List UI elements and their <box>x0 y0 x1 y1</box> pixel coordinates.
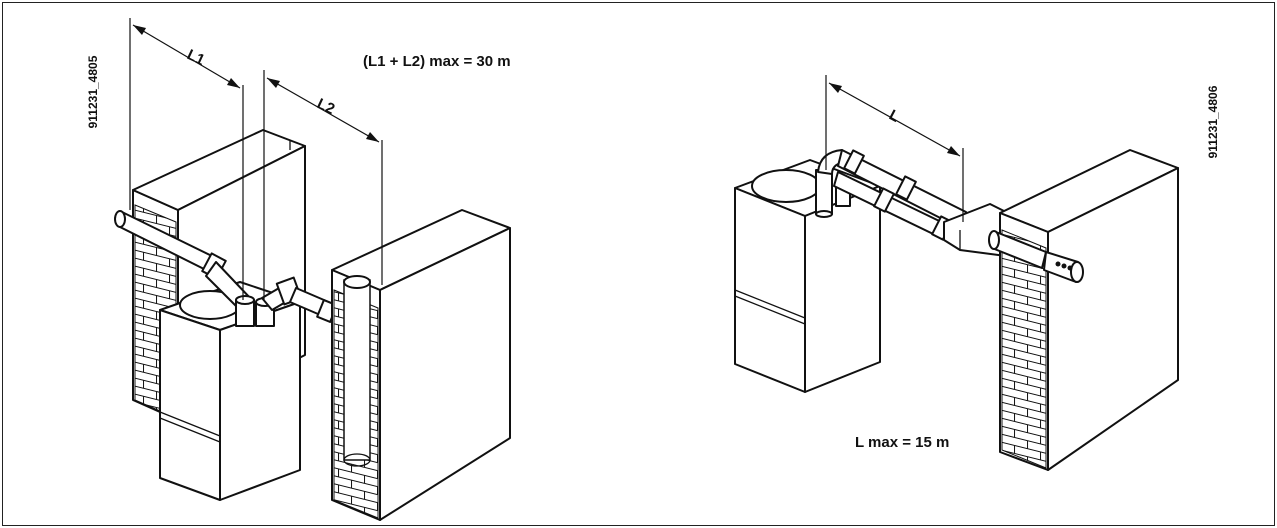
max-length-formula-left: (L1 + L2) max = 30 m <box>363 53 511 70</box>
code-label-left: 911231_4805 <box>86 55 100 128</box>
right-flue-pipe-l <box>817 149 1007 257</box>
right-dimension-lines <box>825 75 964 222</box>
right-wall <box>999 149 1179 471</box>
left-boiler <box>159 281 301 501</box>
right-figure: 911231_4806 L L max = 15 m <box>734 75 1220 471</box>
code-label-right: 911231_4806 <box>1206 85 1220 158</box>
dimension-label-l1: L1 <box>184 46 207 69</box>
dimension-label-l2: L2 <box>314 95 337 118</box>
left-chimney-wall <box>331 209 511 521</box>
right-wall-terminal <box>988 230 1084 283</box>
left-figure: 911231_4805 L1 L2 (L1 + L2) max = 30 m <box>86 18 511 521</box>
left-dimension-lines <box>129 18 383 300</box>
max-length-formula-right: L max = 15 m <box>855 434 949 451</box>
